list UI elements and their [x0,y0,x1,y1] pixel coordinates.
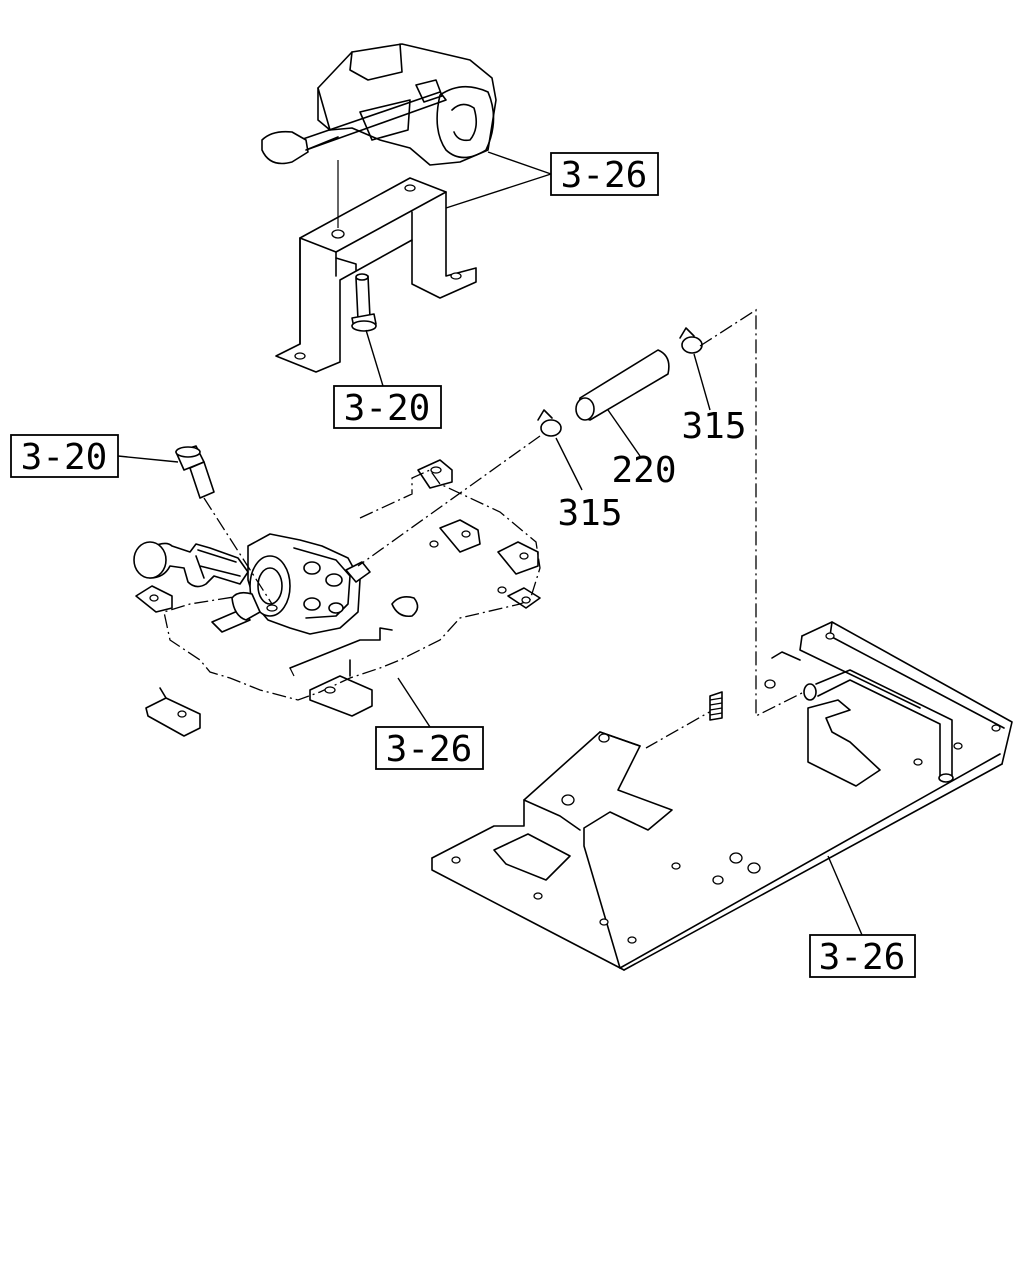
clamp-315-right: 315 [679,327,747,447]
callout-text: 3-26 [819,937,906,978]
part-number-315-left: 315 [557,493,622,534]
middle-plate [135,459,541,737]
callout-text: 3-26 [561,155,648,196]
left-bolt [175,445,273,605]
fitting [709,691,723,721]
fitting-route [645,705,721,749]
callout-ref-3-26-top: 3-26 [445,151,659,209]
callout-ref-3-26-mid: 3-26 [375,677,484,770]
hose-220: 220 [575,349,677,491]
bent-tube [803,669,954,783]
callout-ref-3-26-bottom: 3-26 [809,855,916,978]
callout-text: 3-20 [21,437,108,478]
top-bracket [275,160,477,373]
bottom-floor-plate [431,621,1013,971]
top-bolt [351,273,377,332]
hose-route-right [699,308,809,718]
hose-route-left [357,435,541,567]
callout-text: 3-20 [344,388,431,429]
part-number-220: 220 [611,450,676,491]
clamp-315-left: 315 [537,409,623,534]
valve-body [133,533,371,635]
part-number-315-right: 315 [681,406,746,447]
top-lever-unit [261,43,497,166]
callout-text: 3-26 [386,729,473,770]
callout-ref-3-20-top: 3-20 [333,329,442,429]
callout-ref-3-20-left: 3-20 [10,434,179,478]
